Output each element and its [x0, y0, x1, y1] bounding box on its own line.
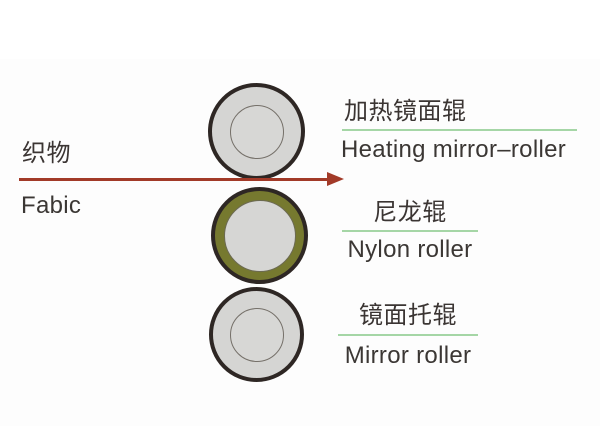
mirror-roller-label-en: Mirror roller — [344, 342, 472, 369]
heating-mirror-roller-circle — [208, 83, 305, 180]
mirror-roller-circle — [209, 287, 304, 382]
heating-mirror-roller-label-en: Heating mirror–roller — [341, 136, 567, 163]
label-underline — [342, 230, 478, 232]
nylon-roller-circle — [211, 187, 308, 284]
mirror-roller-label-zh: 镜面托辊 — [359, 302, 457, 329]
fabric-direction-arrow-line — [19, 178, 330, 181]
nylon-roller-label-zh: 尼龙辊 — [373, 199, 447, 226]
fabric-label-zh: 织物 — [22, 140, 71, 167]
label-underline — [342, 129, 577, 131]
heating-mirror-roller-core — [229, 104, 284, 159]
nylon-roller-label-en: Nylon roller — [347, 236, 473, 263]
fabric-direction-arrow-head-icon — [327, 172, 344, 186]
label-underline — [338, 334, 478, 336]
nylon-roller-core — [223, 199, 296, 272]
mirror-roller-core — [229, 307, 284, 362]
fabric-label-en: Fabic — [21, 192, 82, 219]
heating-mirror-roller-label-zh: 加热镜面辊 — [344, 98, 467, 125]
